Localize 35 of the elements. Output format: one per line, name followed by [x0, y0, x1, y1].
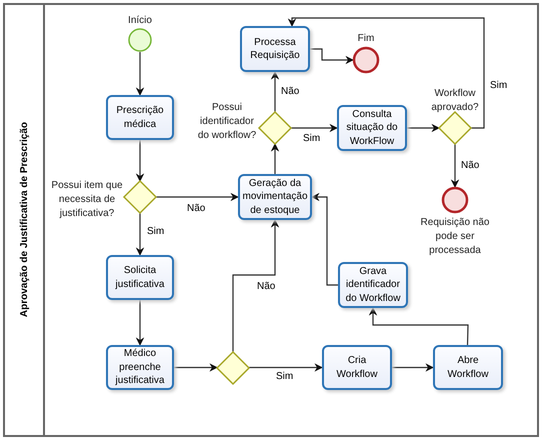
task-box: Geração da movimentação de estoque	[238, 174, 312, 220]
event-label: Início	[127, 14, 153, 28]
flow-arrow	[136, 213, 144, 256]
task-box: Solicita justificativa	[106, 255, 174, 300]
flow-arrow	[270, 71, 280, 112]
flow-arrow	[136, 52, 144, 96]
flow-arrow	[249, 363, 323, 372]
flow-arrow	[174, 363, 218, 372]
flow-arrow	[291, 124, 338, 132]
event-label: Requisição não pode ser processada	[420, 216, 490, 258]
task-box: Consulta situação do WorkFlow	[337, 105, 407, 151]
pool-label: Aprovação de Justificativa de Prescrição	[18, 122, 30, 318]
task-box: Processa Requisição	[240, 26, 310, 72]
flow-arrow	[136, 140, 144, 182]
task-box: Prescrição médica	[106, 95, 174, 140]
event-label: Fim	[356, 32, 376, 46]
flow-arrow	[310, 48, 354, 64]
flow-arrow	[288, 17, 485, 129]
flow-arrow	[392, 363, 434, 372]
flow-arrow	[407, 124, 440, 132]
gateway-label: Possui identificador do workflow?	[196, 101, 258, 143]
gateway-label: Workflow aprovado?	[430, 87, 480, 115]
flow-arrow	[232, 219, 280, 352]
flow-arrow	[450, 144, 460, 188]
flow-arrow	[311, 192, 338, 286]
task-box: Cria Workflow	[322, 345, 392, 390]
task-box: Abre Workflow	[433, 345, 503, 390]
task-box: Médico preenche justificativa	[106, 345, 174, 390]
gateway-label: Possui item que necessita de justificativa?	[50, 179, 124, 221]
flow-arrow	[156, 192, 239, 202]
swimlane-pool	[3, 3, 539, 437]
flow-arrow	[368, 307, 469, 346]
flow-arrow	[136, 300, 144, 346]
flow-arrow	[270, 143, 280, 174]
task-box: Grava identificador do Workflow	[338, 262, 408, 308]
